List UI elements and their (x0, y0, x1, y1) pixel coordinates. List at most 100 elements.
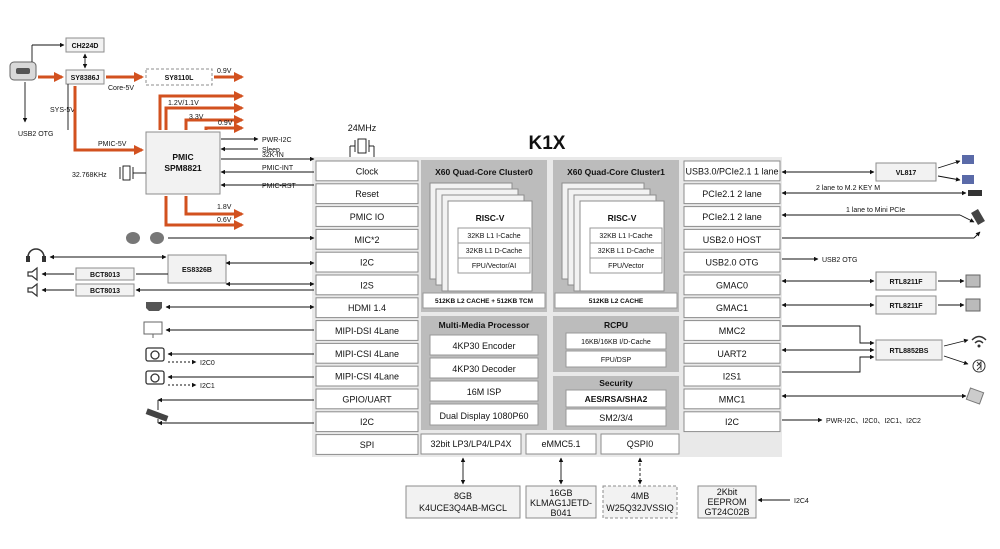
bottom-qspi: QSPI0 (627, 439, 654, 449)
sy8386j-box (65, 69, 105, 85)
left-iface-label-1: Clock (356, 166, 379, 176)
security-sm: SM2/3/4 (599, 413, 633, 423)
pmic-label: PMIC (172, 152, 193, 162)
mmp-display: Dual Display 1080P60 (439, 411, 528, 421)
mmp-isp: 16M ISP (467, 387, 502, 397)
cluster0-block: X60 Quad-Core Cluster0 RISC-V 32KB L1 I-… (421, 160, 547, 312)
crystal-24mhz-icon (349, 138, 375, 157)
ddr-size: 8GB (454, 491, 472, 501)
hdmi-connector-icon (146, 302, 162, 311)
cluster0-fpu: FPU/Vector/AI (472, 263, 516, 270)
headphone-icon (26, 248, 46, 262)
v18-label: 1.8V (217, 204, 232, 211)
usb-c-connector-icon (9, 61, 37, 81)
right-iface-box-8 (683, 320, 781, 341)
v12-label: 1.2V/1.1V (168, 100, 199, 107)
cluster1-title: X60 Quad-Core Cluster1 (567, 167, 665, 177)
rcpu-block: RCPU 16KB/16KB I/D-Cache FPU/DSP (553, 316, 679, 372)
es8326b-box (167, 254, 227, 284)
right-iface-box-1 (683, 160, 781, 182)
ch224d-label: CH224D (72, 43, 99, 50)
right-iface-label-2: PCIe2.1 2 lane (702, 189, 762, 199)
right-peripherals: VL817 2 lane to M.2 KEY M 1 lane to Mini… (781, 155, 987, 425)
usb2-otg-right-label: USB2 OTG (822, 257, 857, 264)
right-iface-label-12: I2C (725, 417, 740, 427)
rcpu-fpu: FPU/DSP (601, 357, 632, 364)
sig-pwr-i2c: PWR-I2C (262, 137, 292, 144)
right-iface-box-7 (683, 297, 781, 319)
cluster1-l1i: 32KB L1 I-Cache (599, 233, 652, 240)
right-iface-label-8: MMC2 (719, 326, 746, 336)
left-iface-box-12 (315, 411, 419, 433)
bluetooth-icon (972, 359, 986, 373)
left-iface-box-13 (315, 434, 419, 455)
sys-5v-label: SYS-5V (50, 107, 75, 114)
display-icon (143, 321, 163, 338)
emmc-part-2: B041 (550, 508, 571, 518)
left-iface-box-2 (315, 183, 419, 205)
eeprom-chip: 2Kbit EEPROM GT24C02B I2C4 (697, 485, 809, 519)
crystal-32k-icon (119, 165, 146, 181)
left-iface-box-8 (315, 320, 419, 341)
v09b-label: 0.9V (218, 120, 233, 127)
usb-port-icon (962, 155, 974, 184)
i2c1-label: I2C1 (200, 383, 215, 390)
mmp-decoder: 4KP30 Decoder (452, 364, 516, 374)
right-iface-box-2 (683, 183, 781, 205)
left-iface-box-7 (315, 297, 419, 319)
wifi-icon (971, 335, 987, 348)
left-iface-label-4: MIC*2 (354, 235, 379, 245)
right-iface-label-10: I2S1 (723, 372, 742, 382)
left-iface-label-3: PMIC IO (350, 212, 385, 222)
right-iface-box-12 (683, 411, 781, 433)
sy8110l-box (145, 68, 213, 86)
left-iface-box-3 (315, 206, 419, 227)
sig-sleep: Sleep (262, 147, 280, 154)
left-iface-label-13: SPI (360, 440, 375, 450)
left-peripherals: ES8326B BCT8013 BCT8013 (26, 232, 315, 426)
left-iface-label-5: I2C (360, 258, 375, 268)
security-title: Security (599, 378, 633, 388)
left-iface-box-11 (315, 388, 419, 410)
cluster0-l2: 512KB L2 CACHE + 512KB TCM (435, 298, 533, 305)
crystal-32k-label: 32.768KHz (72, 172, 107, 179)
m2-slot-icon (968, 190, 982, 196)
ddr-part: K4UCE3Q4AB-MGCL (419, 503, 507, 513)
eeprom-type: EEPROM (707, 497, 746, 507)
sy8110l-label: SY8110L (165, 75, 195, 82)
sig-pmic-int: PMIC-INT (262, 165, 294, 172)
bct8013-box-2 (75, 283, 135, 297)
pin-header-icon (145, 408, 169, 422)
sig-32k-in: 32K-IN (262, 152, 284, 159)
rtl8211f-box-2 (875, 295, 937, 315)
pmic-box (145, 131, 221, 195)
sd-card-icon (965, 387, 985, 405)
vl817-box (875, 162, 937, 182)
right-iface-label-11: MMC1 (719, 394, 746, 404)
v33-label: 3.3V (189, 114, 204, 121)
cluster1-l2: 512KB L2 CACHE (589, 298, 644, 305)
left-iface-box-6 (315, 274, 419, 296)
m2-label: 2 lane to M.2 KEY M (816, 185, 880, 192)
emmc-chip: 16GB KLMAG1JETD- B041 (525, 485, 597, 519)
cluster1-block: X60 Quad-Core Cluster1 RISC-V 32KB L1 I-… (553, 160, 679, 312)
cluster0-title: X60 Quad-Core Cluster0 (435, 167, 533, 177)
ddr-chip: 8GB K4UCE3Q4AB-MGCL (405, 485, 521, 519)
speaker-icon (27, 266, 38, 298)
cluster0-l1d: 32KB L1 D-Cache (466, 248, 523, 255)
bct8013-label-1: BCT8013 (90, 272, 120, 279)
cluster0-l1i: 32KB L1 I-Cache (467, 233, 520, 240)
camera-icon (145, 347, 165, 385)
flash-part: W25Q32JVSSIQ (606, 503, 674, 513)
v09a-label: 0.9V (217, 68, 232, 75)
cluster1-l1d: 32KB L1 D-Cache (598, 248, 655, 255)
eeprom-i2c4: I2C4 (794, 498, 809, 505)
right-iface-label-4: USB2.0 HOST (703, 235, 762, 245)
eeprom-size: 2Kbit (717, 487, 738, 497)
usb2-otg-label: USB2 OTG (18, 131, 53, 138)
crystal-24mhz-label: 24MHz (348, 123, 377, 133)
left-iface-label-9: MIPI-CSI 4Lane (335, 349, 399, 359)
bottom-lpddr: 32bit LP3/LP4/LP4X (430, 439, 511, 449)
